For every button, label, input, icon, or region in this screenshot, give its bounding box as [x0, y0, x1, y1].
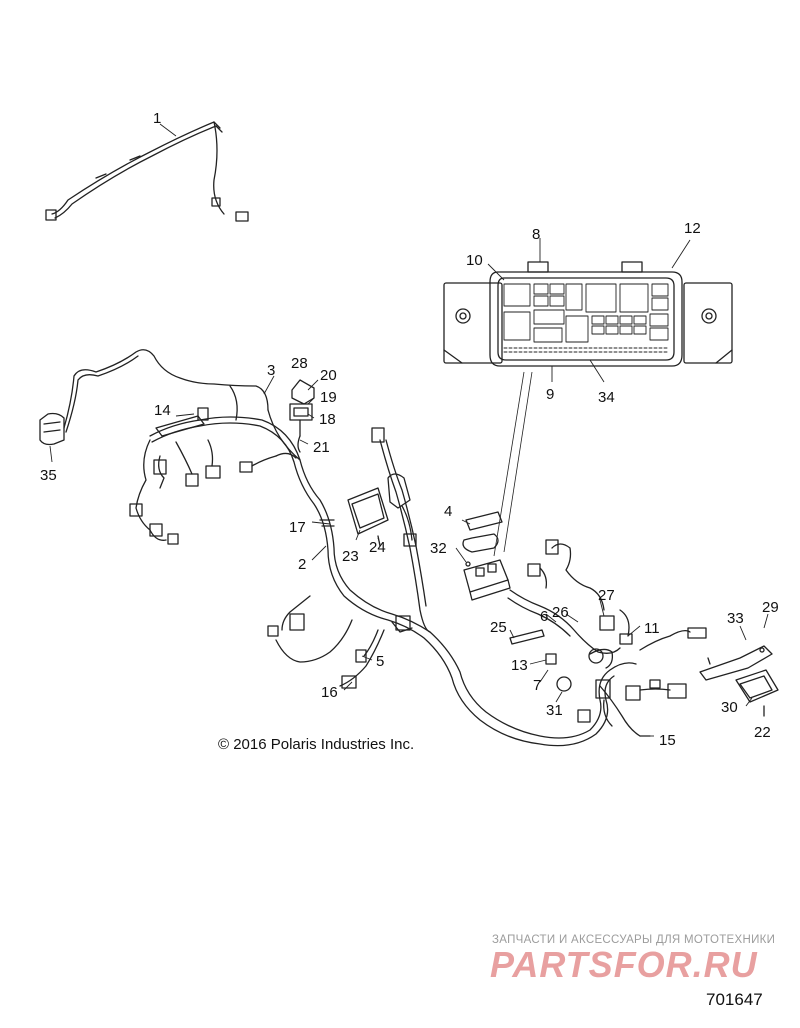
callout-6: 6 — [540, 608, 548, 625]
callout-4: 4 — [444, 503, 452, 520]
callout-3: 3 — [267, 362, 275, 379]
watermark-logo: PARTSFOR.RU — [490, 944, 758, 985]
callout-28: 28 — [291, 355, 308, 372]
leader-lines — [49, 123, 769, 737]
callout-29: 29 — [762, 599, 779, 616]
part-4 — [462, 511, 503, 553]
callout-35: 35 — [40, 467, 57, 484]
callout-12: 12 — [684, 220, 701, 237]
part-25 — [509, 629, 545, 645]
callout-1: 1 — [153, 110, 161, 127]
callout-30: 30 — [721, 699, 738, 716]
copyright-notice: © 2016 Polaris Industries Inc. — [218, 736, 415, 753]
callout-15: 15 — [659, 732, 676, 749]
callout-5: 5 — [376, 653, 384, 670]
callout-34: 34 — [598, 389, 615, 406]
watermark-tagline: ЗАПЧАСТИ И АКСЕССУАРЫ ДЛЯ МОТОТЕХНИКИ — [492, 934, 776, 946]
figure-number: 701647 — [706, 990, 763, 1009]
ecu-23 — [347, 473, 417, 547]
callout-18: 18 — [319, 411, 336, 428]
callout-20: 20 — [320, 367, 337, 384]
callout-33: 33 — [727, 610, 744, 627]
callout-26: 26 — [552, 604, 569, 621]
callout-24: 24 — [369, 539, 386, 556]
relay-block-32 — [463, 559, 511, 601]
callout-13: 13 — [511, 657, 528, 674]
callout-labels: 1234567891011121314151617181920212223242… — [40, 110, 779, 749]
callout-9: 9 — [546, 386, 554, 403]
connector-group-14 — [129, 407, 221, 545]
callout-8: 8 — [532, 226, 540, 243]
callout-2: 2 — [298, 556, 306, 573]
callout-19: 19 — [320, 389, 337, 406]
module-30-bracket-33 — [699, 645, 779, 717]
callout-7: 7 — [533, 677, 541, 694]
callout-25: 25 — [490, 619, 507, 636]
callout-27: 27 — [598, 587, 615, 604]
fuse-box-assembly — [443, 261, 733, 367]
callout-31: 31 — [546, 702, 563, 719]
callout-22: 22 — [754, 724, 771, 741]
main-harness-2 — [149, 385, 637, 747]
harness-1 — [45, 121, 249, 222]
callout-10: 10 — [466, 252, 483, 269]
callout-17: 17 — [289, 519, 306, 536]
right-harness — [507, 539, 707, 737]
callout-14: 14 — [154, 402, 171, 419]
callout-11: 11 — [644, 620, 660, 637]
callout-21: 21 — [313, 439, 330, 456]
connector-35 — [39, 349, 269, 446]
callout-16: 16 — [321, 684, 338, 701]
callout-23: 23 — [342, 548, 359, 565]
callout-32: 32 — [430, 540, 447, 557]
